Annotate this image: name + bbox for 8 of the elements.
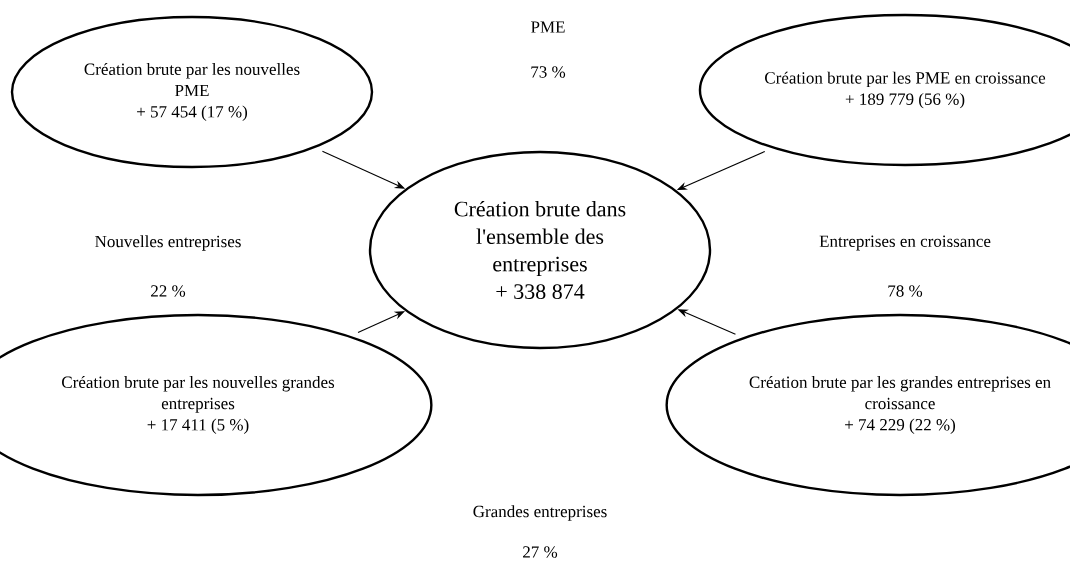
group-label: Nouvelles entreprises (95, 235, 241, 251)
group-label: PME (531, 21, 565, 33)
group-label: Entreprises en croissance (819, 235, 991, 251)
group-label: 22 % (151, 285, 186, 297)
group-label: 73 % (531, 66, 566, 78)
group-label: 27 % (523, 546, 558, 558)
group-label: Grandes entreprises (473, 505, 607, 521)
group-label: 78 % (888, 285, 923, 297)
